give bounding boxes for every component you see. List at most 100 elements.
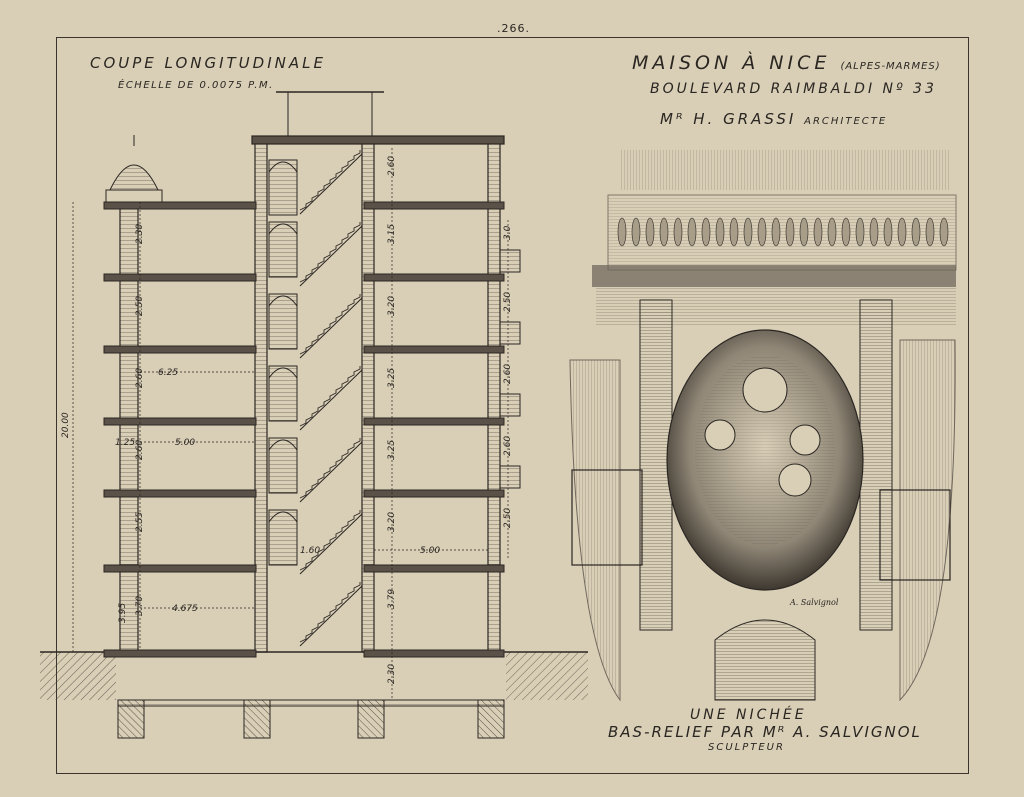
facade: A. Salvignol (569, 150, 957, 702)
floor-height-left: 2.30 (135, 224, 145, 244)
architect-role: ARCHITECTE (804, 116, 888, 127)
balcony-railing (499, 249, 521, 273)
putto-head-left (704, 419, 736, 451)
floor-height-left: 2.60 (135, 368, 145, 388)
balcony-railing (499, 321, 521, 345)
window-arch (268, 161, 298, 173)
floor-slabs (103, 201, 505, 658)
window-frame (268, 437, 298, 494)
stair-stringer (299, 585, 363, 647)
dimension-width-2: 1.25 (115, 438, 135, 448)
staircase (299, 150, 363, 647)
figure-head (742, 367, 788, 413)
baluster (715, 217, 725, 247)
balcony-height: 2.50 (503, 292, 513, 312)
stair-window (268, 159, 298, 216)
baluster (757, 217, 767, 247)
plate-title: MAISON À NICE (ALPES-MARMES) (632, 52, 941, 74)
baluster (743, 217, 753, 247)
stair-window (268, 293, 298, 350)
stair-flight (299, 438, 361, 499)
balustrade (617, 217, 949, 247)
stair-stringer (299, 297, 363, 359)
window-frame (268, 509, 298, 566)
baluster (673, 217, 683, 247)
window-arch (268, 223, 298, 235)
stair-flight (299, 150, 361, 211)
page-number: .266. (497, 22, 530, 35)
balconies (499, 249, 521, 489)
window-arch (268, 511, 298, 523)
stair-window (268, 509, 298, 566)
dimension-base: 3.95 (118, 603, 128, 623)
floor-slab-right (363, 417, 505, 426)
baluster (855, 217, 865, 247)
stair-flight (299, 510, 361, 571)
floor-height-left: 2.60 (135, 440, 145, 460)
floor-slab-right (363, 489, 505, 498)
balcony-height: 2.60 (503, 436, 513, 456)
baluster (883, 217, 893, 247)
scale-label: ÉCHELLE DE 0.0075 P.M. (118, 80, 274, 91)
plate-title-region: (ALPES-MARMES) (840, 61, 941, 72)
baluster (631, 217, 641, 247)
floor-height-left: 2.50 (135, 296, 145, 316)
window-frame (268, 365, 298, 422)
floor-slab-left (103, 564, 257, 573)
balcony-dimensions: 3.02.502.602.602.50 (503, 225, 513, 528)
floor-height-left: 2.55 (135, 512, 145, 532)
stair-stringer (299, 441, 363, 503)
baluster (687, 217, 697, 247)
floor-height-right: 2.60 (387, 156, 397, 176)
putto-head-center (778, 463, 812, 497)
window-arch (268, 439, 298, 451)
stair-flight (299, 582, 361, 643)
balcony-height: 3.0 (503, 225, 513, 240)
floor-slab-left (103, 345, 257, 354)
floor-slab-left (103, 201, 257, 210)
floor-height-right: 3.25 (387, 440, 397, 460)
balcony-railing (499, 465, 521, 489)
dimension-total-height: 20.00 (61, 412, 71, 438)
floor-dimensions-right: 2.603.153.203.253.253.203.792.30 (387, 156, 397, 684)
floor-slab-right (363, 345, 505, 354)
floor-height-right: 3.20 (387, 512, 397, 532)
balcony-height: 2.60 (503, 364, 513, 384)
baluster (729, 217, 739, 247)
baluster (771, 217, 781, 247)
balcony-railing (499, 393, 521, 417)
baluster (799, 217, 809, 247)
stair-flight (299, 294, 361, 355)
sculpture-role: SCULPTEUR (708, 742, 785, 753)
section-title: COUPE LONGITUDINALE (90, 54, 326, 72)
baluster (617, 217, 627, 247)
dimension-lines (72, 148, 509, 700)
stair-stringer (299, 513, 363, 575)
floor-slab-left (103, 417, 257, 426)
stair-stringer (299, 369, 363, 431)
baluster (939, 217, 949, 247)
sculpture-subtitle: BAS-RELIEF PAR Mᴿ A. SALVIGNOL (608, 723, 922, 741)
baluster (911, 217, 921, 247)
baluster (813, 217, 823, 247)
stair-window (268, 365, 298, 422)
dimension-width-5: 5.00 (420, 546, 440, 556)
stair-stringer (299, 225, 363, 287)
stair-window (268, 221, 298, 278)
stair-flight (299, 366, 361, 427)
floor-dimensions-left: 2.302.502.602.602.553.70 (135, 224, 145, 616)
dimension-width-6: 4.675 (172, 604, 198, 614)
baluster (659, 217, 669, 247)
window-arch (268, 295, 298, 307)
dimension-width-3: 5.00 (175, 438, 195, 448)
floor-height-right: 3.15 (387, 224, 397, 244)
putto-head-right (789, 424, 821, 456)
architect-name: Mᴿ H. GRASSI (660, 110, 797, 128)
address-line: BOULEVARD RAIMBALDI Nº 33 (650, 81, 937, 97)
floor-slab-left (103, 273, 257, 282)
baluster (645, 217, 655, 247)
sculpture-caption: UNE NICHÉE (690, 707, 807, 723)
floor-height-right: 2.30 (387, 664, 397, 684)
